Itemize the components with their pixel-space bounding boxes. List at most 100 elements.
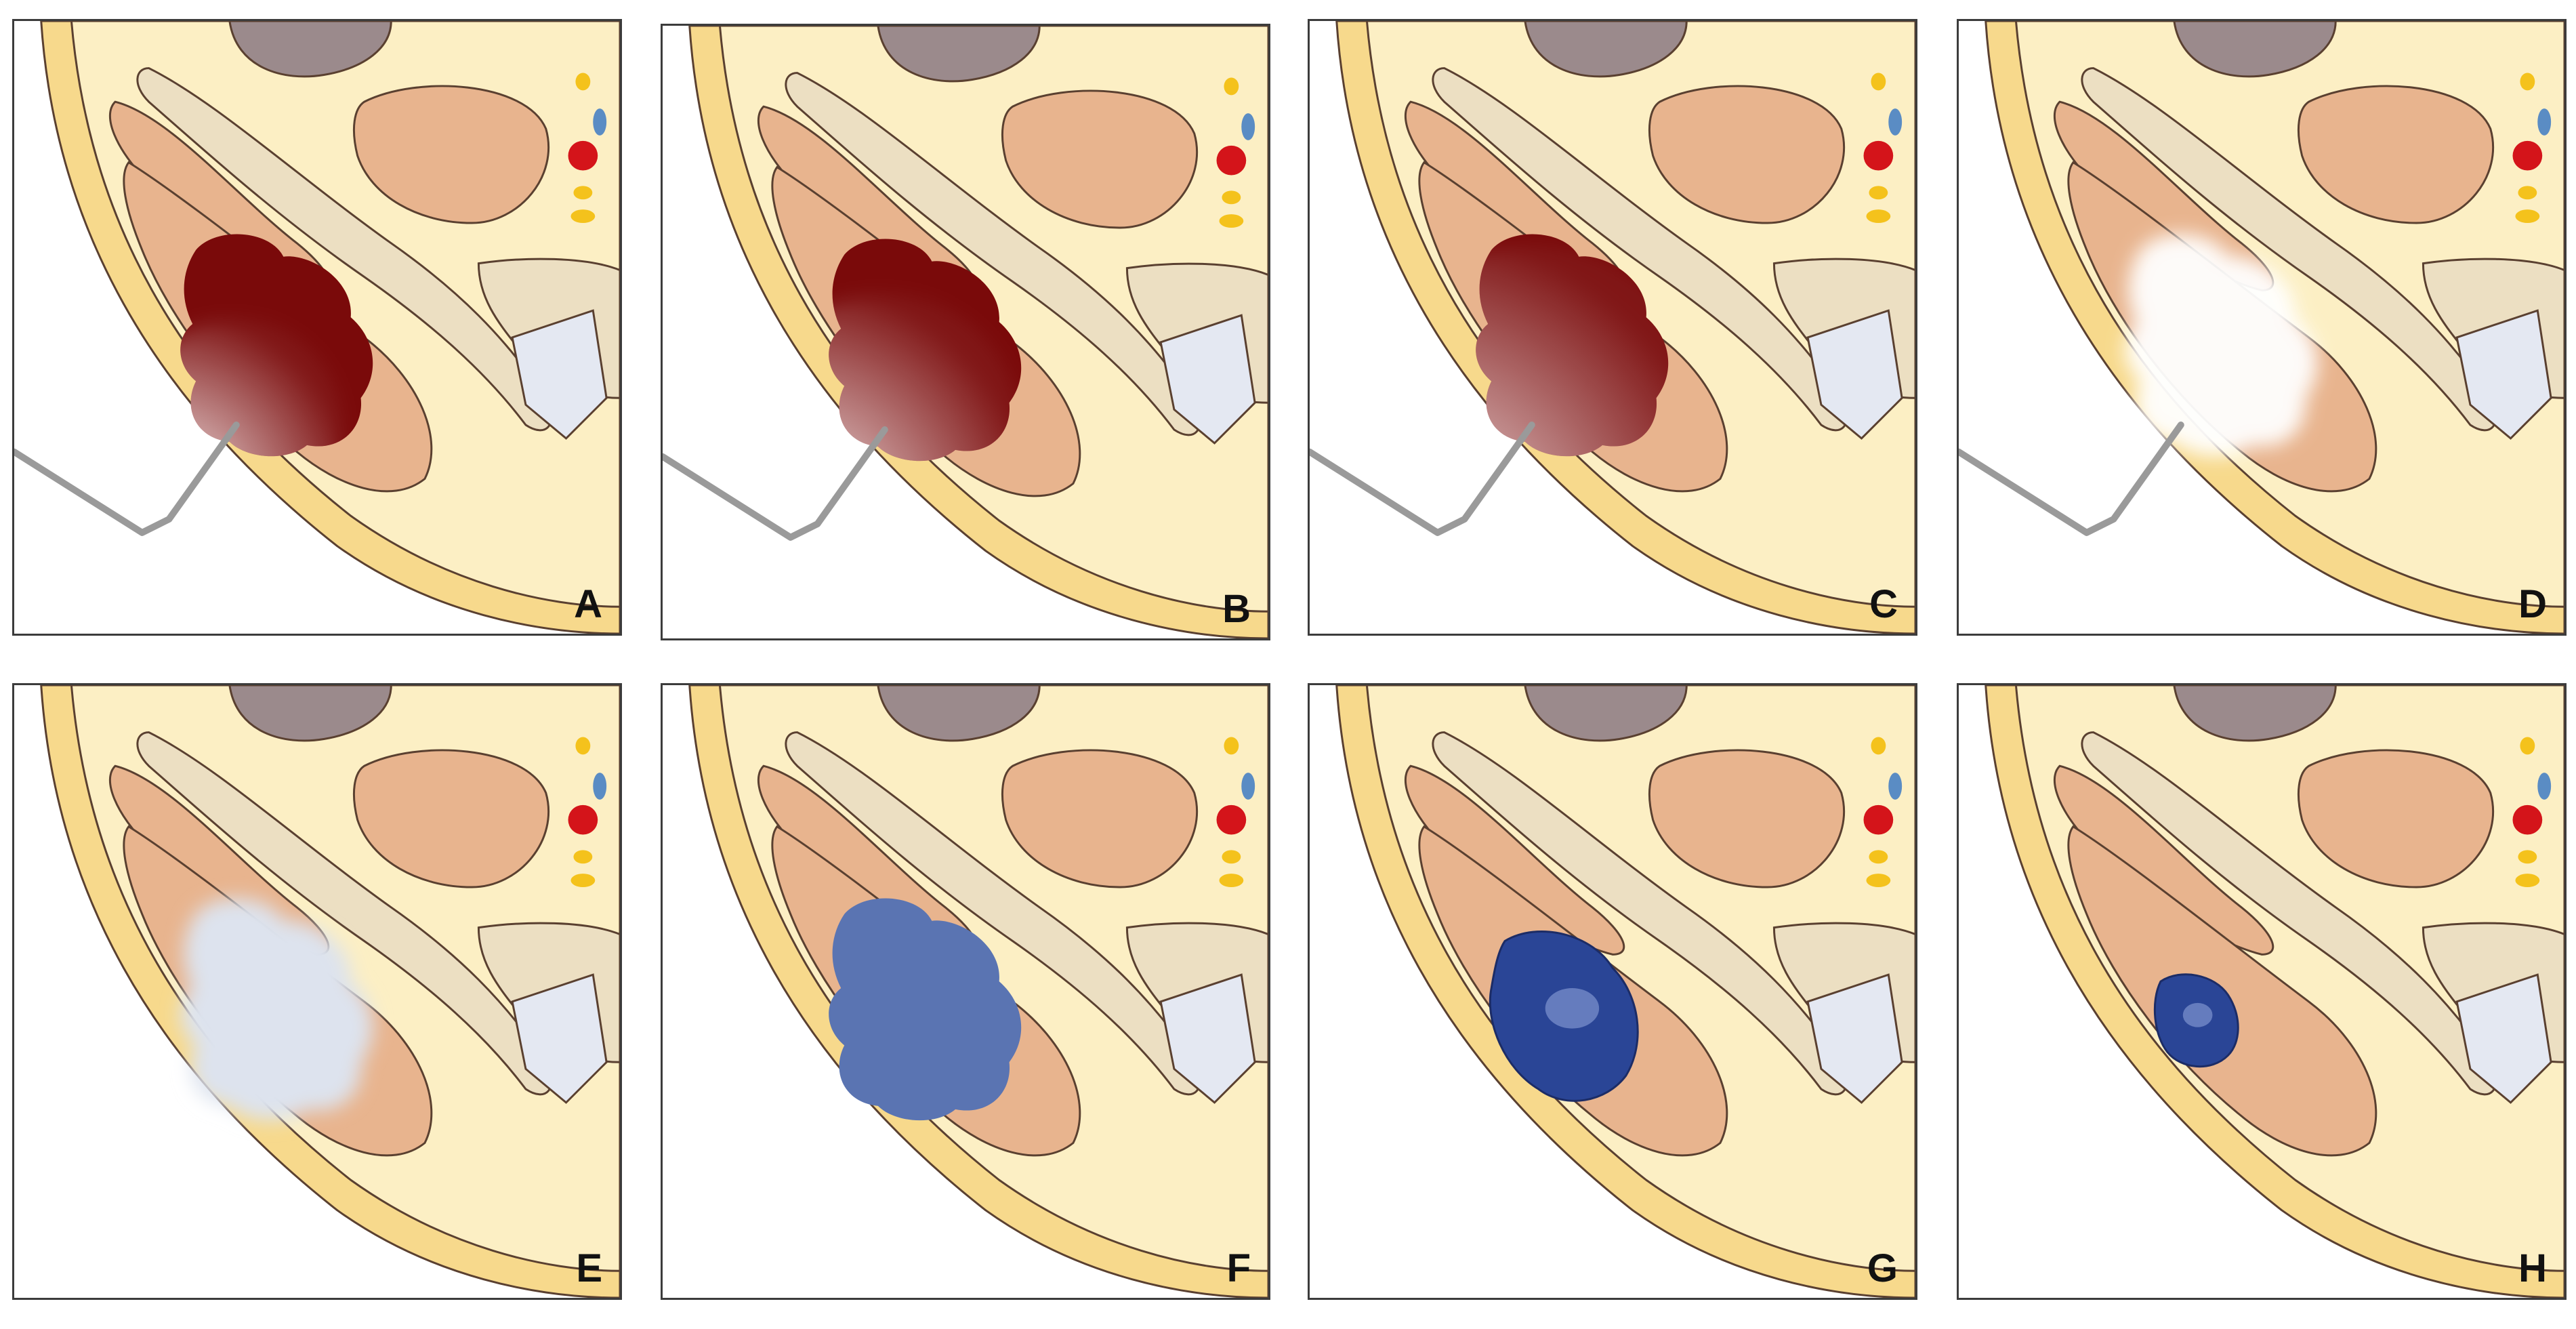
cross-section-illustration	[1310, 21, 1915, 634]
psoas-muscle	[1648, 749, 1846, 888]
fascia-band	[785, 731, 1201, 1096]
panel-label: A	[574, 582, 602, 626]
vein	[1241, 113, 1255, 140]
vein	[1241, 773, 1255, 800]
psoas-muscle	[1001, 89, 1199, 229]
vein	[593, 108, 607, 136]
psoas-muscle	[353, 85, 550, 224]
kidney	[228, 685, 392, 742]
fascia-band	[136, 731, 553, 1096]
vein	[1888, 773, 1903, 800]
needle	[14, 422, 240, 536]
nerve	[2520, 73, 2535, 91]
psoas-muscle	[1001, 749, 1199, 888]
vertebral-disc	[2455, 309, 2552, 440]
kidney	[877, 26, 1041, 83]
cross-section-illustration	[1985, 685, 2564, 1298]
nerve	[1871, 737, 1886, 755]
panel-label: E	[576, 1246, 602, 1290]
fascia-band	[2081, 731, 2497, 1096]
nerve	[1222, 190, 1241, 205]
nerve	[573, 850, 593, 864]
panel-h: H	[1957, 683, 2567, 1300]
nerve	[570, 209, 596, 224]
kidney	[1524, 21, 1688, 78]
gel-mass	[180, 898, 373, 1121]
vertebral-disc	[511, 973, 608, 1104]
fascia-band	[1432, 731, 1848, 1096]
nerve	[1866, 874, 1891, 888]
needle	[1959, 422, 2184, 536]
vein	[593, 773, 607, 800]
panel-label: C	[1869, 582, 1898, 626]
panel-e: E	[12, 683, 622, 1300]
solidified-mass	[829, 898, 1022, 1121]
panel-b: B	[661, 24, 1270, 640]
needle	[663, 426, 888, 541]
psoas-muscle	[2298, 749, 2495, 888]
nerve	[1224, 737, 1239, 755]
kidney	[1524, 685, 1688, 742]
kidney	[2173, 685, 2337, 742]
nerve	[1869, 850, 1888, 864]
artery	[1216, 804, 1247, 835]
panel-f: F	[661, 683, 1270, 1300]
nerve	[1866, 209, 1891, 224]
injectate-cloud	[2125, 234, 2318, 457]
nerve	[575, 737, 591, 755]
psoas-muscle	[353, 749, 550, 888]
cross-section-illustration	[14, 21, 620, 634]
vein	[2537, 773, 2552, 800]
nerve	[1871, 73, 1886, 91]
vertebral-disc	[1806, 973, 1903, 1104]
artery	[1216, 145, 1247, 176]
psoas-muscle	[1648, 85, 1846, 224]
vertebral-disc	[511, 309, 608, 440]
cross-section-illustration	[40, 685, 620, 1298]
fascia-band	[136, 67, 553, 432]
nerve	[2518, 186, 2537, 200]
cross-section-illustration	[1335, 685, 1915, 1298]
panel-label: G	[1867, 1246, 1898, 1290]
artery	[2512, 140, 2543, 171]
cross-section-illustration	[663, 26, 1268, 638]
nerve	[573, 186, 593, 200]
panel-c: C	[1308, 19, 1917, 636]
vein	[2537, 108, 2552, 136]
vein	[1888, 108, 1903, 136]
nerve	[1222, 850, 1241, 864]
nerve	[1869, 186, 1888, 200]
kidney	[877, 685, 1041, 742]
mass-highlight	[1545, 988, 1600, 1029]
nerve	[1224, 77, 1239, 96]
cross-section-illustration	[1959, 21, 2564, 634]
nerve	[2518, 850, 2537, 864]
artery	[2512, 804, 2543, 835]
fascia-band	[785, 72, 1201, 436]
kidney	[2173, 21, 2337, 78]
panel-d: D	[1957, 19, 2567, 636]
nerve	[2515, 874, 2540, 888]
needle	[1310, 422, 1535, 536]
artery	[1863, 804, 1894, 835]
nerve	[570, 874, 596, 888]
panel-label: F	[1226, 1246, 1251, 1290]
vertebral-disc	[1806, 309, 1903, 440]
nerve	[2520, 737, 2535, 755]
artery	[568, 140, 598, 171]
cross-section-illustration	[688, 685, 1268, 1298]
fascia-band	[1432, 67, 1848, 432]
panel-g: G	[1308, 683, 1917, 1300]
artery	[568, 804, 598, 835]
vertebral-disc	[1159, 314, 1256, 445]
nerve	[1219, 214, 1244, 228]
artery	[1863, 140, 1894, 171]
nerve	[1219, 874, 1244, 888]
psoas-muscle	[2298, 85, 2495, 224]
panel-label: B	[1222, 587, 1251, 631]
panel-label: H	[2518, 1246, 2547, 1290]
vertebral-disc	[1159, 973, 1256, 1104]
nerve	[2515, 209, 2540, 224]
kidney	[228, 21, 392, 78]
mass-highlight	[2182, 1002, 2213, 1027]
